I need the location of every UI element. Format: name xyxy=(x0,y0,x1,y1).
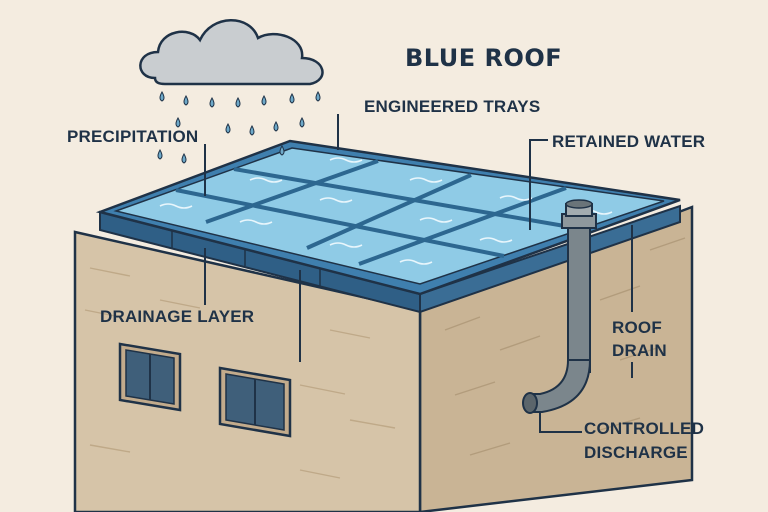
roof-drain-pipe-icon xyxy=(522,199,597,414)
label-drain: DRAIN xyxy=(612,341,667,360)
label-discharge: DISCHARGE xyxy=(584,443,688,462)
label-controlled: CONTROLLED xyxy=(584,419,704,438)
drainage-layer-slab xyxy=(99,204,681,314)
diagram-title: BLUE ROOF xyxy=(405,44,562,72)
window-right xyxy=(218,366,292,438)
raindrop-icon xyxy=(157,90,321,164)
label-roof: ROOF xyxy=(612,318,662,337)
label-precipitation: PRECIPITATION xyxy=(67,127,198,146)
rain-cloud-icon xyxy=(139,19,324,86)
label-drainage-layer: DRAINAGE LAYER xyxy=(100,307,254,326)
engineered-trays-grid xyxy=(95,139,681,296)
leader-lines xyxy=(204,114,633,433)
window-left xyxy=(118,342,182,412)
label-engineered-trays: ENGINEERED TRAYS xyxy=(364,97,540,116)
label-retained-water: RETAINED WATER xyxy=(552,132,705,151)
